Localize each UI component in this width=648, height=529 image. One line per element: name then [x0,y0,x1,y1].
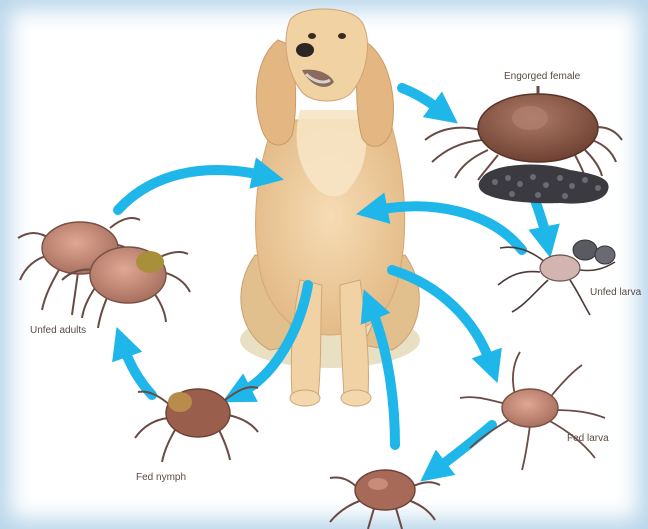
label-engorged-female: Engorged female [504,71,580,83]
label-unfed-larva: Unfed larva [590,287,641,299]
arrow-eggs-to-unfed-larva [535,200,546,236]
nymph-tick-icon [330,470,440,529]
arrow-fed-larva-to-nymph [438,425,492,468]
unfed-adults-tick-icon [18,218,190,328]
unfed-larva-tick-icon [498,240,615,315]
label-fed-nymph: Fed nymph [136,472,186,484]
fed-larva-tick-icon [460,352,605,470]
label-unfed-adults: Unfed adults [30,325,86,337]
arrow-fed-nymph-to-unfed-adults [124,348,152,395]
label-fed-larva: Fed larva [567,433,609,445]
arrow-dog-to-engorged-female [402,88,440,110]
arrow-unfed-adults-to-dog [118,170,262,210]
egg-mass-icon [479,164,609,203]
